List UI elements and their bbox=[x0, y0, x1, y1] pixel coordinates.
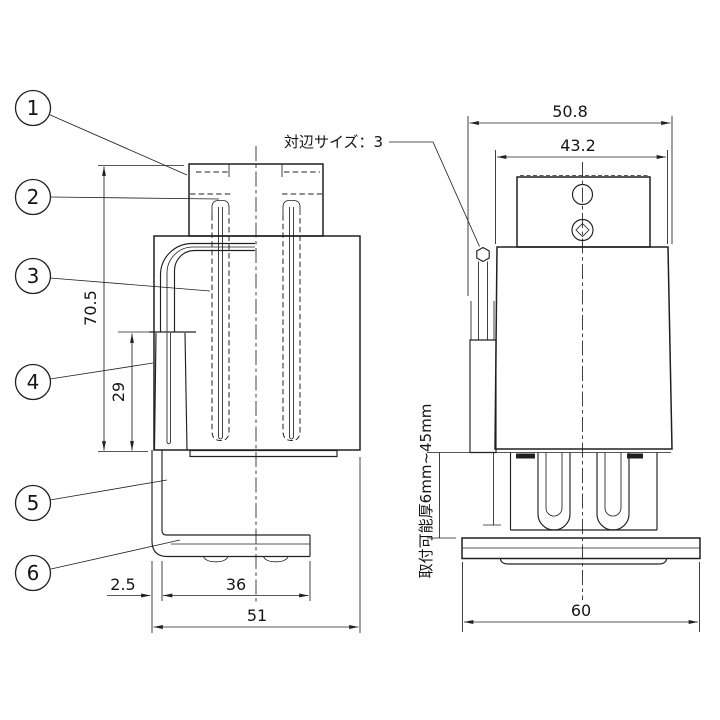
balloon-2-label: 2 bbox=[27, 185, 40, 209]
front-body bbox=[153, 235, 361, 451]
dim-front-height-text: 70.5 bbox=[81, 290, 100, 326]
front-screw-slot-left bbox=[211, 200, 230, 442]
dim-front-bottom: 2.5 36 51 bbox=[107, 457, 361, 633]
note-hex-size: 対辺サイズ：3 bbox=[284, 133, 480, 247]
balloon-callouts: 1 2 3 4 5 6 bbox=[14, 89, 220, 592]
dim-front-sleeve-text: 29 bbox=[109, 382, 128, 402]
side-base-plate bbox=[461, 537, 701, 565]
side-body bbox=[494, 246, 673, 450]
note-hex-size-text: 対辺サイズ：3 bbox=[284, 133, 383, 151]
dim-side-overall-text: 50.8 bbox=[552, 102, 588, 121]
front-sleeve bbox=[149, 331, 196, 451]
dim-front-foot-text: 36 bbox=[226, 575, 246, 594]
screw-recess-icon bbox=[575, 222, 590, 238]
front-foot bbox=[151, 450, 311, 563]
balloon-3: 3 bbox=[14, 257, 211, 295]
dim-side-overall: 50.8 bbox=[467, 102, 673, 296]
balloon-1-label: 1 bbox=[27, 96, 40, 120]
side-hole-plain bbox=[571, 183, 594, 206]
front-view: 70.5 29 2.5 36 51 bbox=[81, 146, 361, 633]
dim-side-base: 60 bbox=[462, 562, 700, 632]
side-lower-block bbox=[509, 452, 658, 531]
balloon-5: 5 bbox=[14, 479, 168, 522]
side-view: 50.8 43.2 60 取付可能厚6mm~45mm 対辺サイズ：3 bbox=[284, 102, 701, 632]
side-hex-rod bbox=[469, 246, 497, 454]
dim-front-sleeve-height: 29 bbox=[109, 331, 149, 451]
balloon-1: 1 bbox=[14, 89, 188, 176]
front-jaw-strip bbox=[189, 449, 338, 458]
balloon-2: 2 bbox=[14, 178, 220, 216]
dim-side-body: 43.2 bbox=[495, 136, 668, 244]
dim-side-base-text: 60 bbox=[571, 601, 591, 620]
hex-head bbox=[476, 246, 490, 263]
front-screw-slot-right bbox=[282, 200, 301, 442]
dim-side-body-text: 43.2 bbox=[560, 136, 596, 155]
dim-front-offset-text: 2.5 bbox=[110, 575, 135, 594]
balloon-6: 6 bbox=[14, 539, 181, 592]
balloon-6-label: 6 bbox=[27, 561, 40, 585]
dim-front-width-text: 51 bbox=[247, 606, 267, 625]
balloon-5-label: 5 bbox=[27, 491, 40, 515]
note-clamp-range-text: 取付可能厚6mm~45mm bbox=[417, 404, 435, 579]
note-clamp-range: 取付可能厚6mm~45mm bbox=[417, 404, 501, 579]
side-hole-screw bbox=[571, 218, 594, 242]
front-bent-tube bbox=[159, 242, 255, 332]
balloon-4: 4 bbox=[14, 362, 154, 401]
side-cap bbox=[516, 175, 651, 248]
side-sleeve bbox=[469, 339, 497, 454]
balloon-3-label: 3 bbox=[27, 264, 40, 288]
dim-front-height: 70.5 bbox=[81, 165, 184, 452]
balloon-4-label: 4 bbox=[27, 370, 40, 394]
